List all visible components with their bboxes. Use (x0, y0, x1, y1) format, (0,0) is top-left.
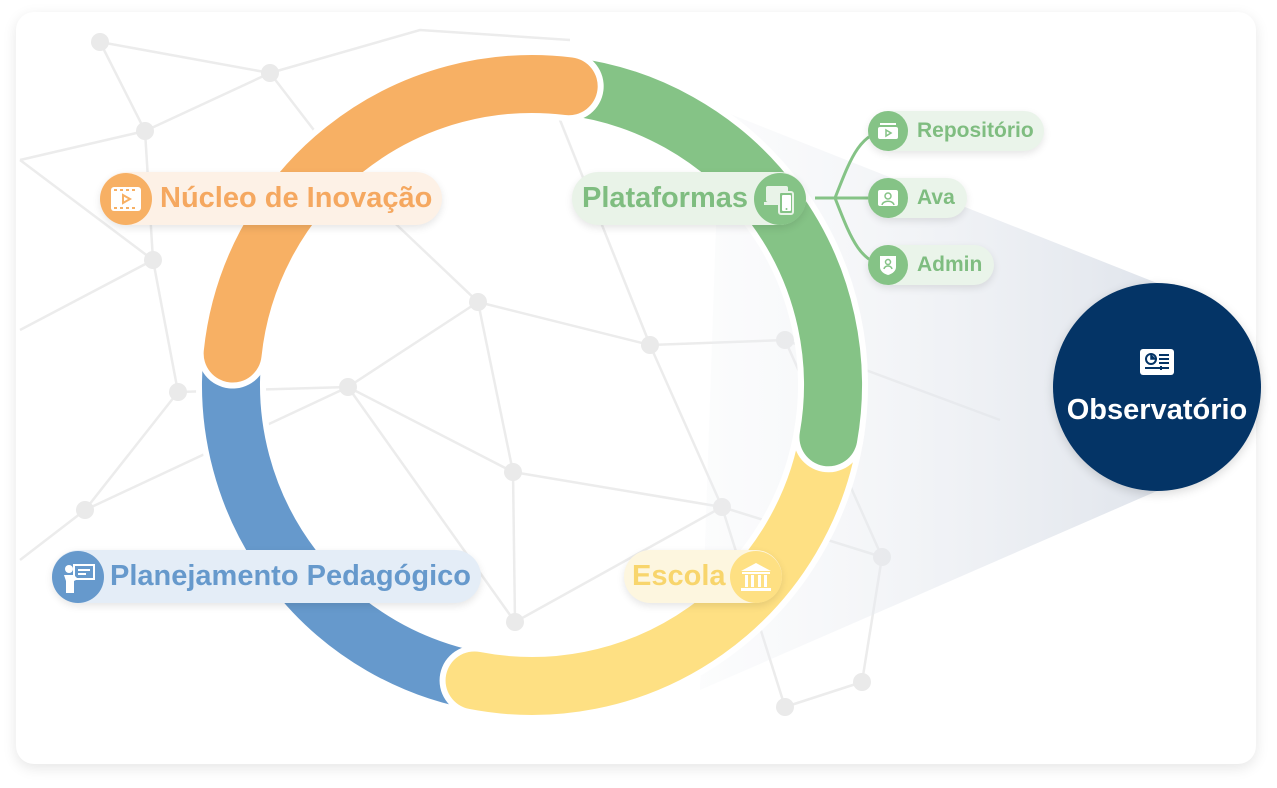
devices-icon (754, 172, 807, 225)
video-icon (100, 172, 152, 225)
teacher-board-icon (52, 550, 104, 603)
node-label: Plataformas (582, 182, 749, 214)
node-nucleo-de-inovacao[interactable]: Núcleo de Inovação (100, 172, 443, 225)
user-screen-icon (868, 178, 908, 218)
node-label: Observatório (1066, 393, 1248, 426)
node-escola[interactable]: Escola (624, 550, 782, 603)
node-repositorio[interactable]: Repositório (868, 111, 1044, 151)
node-ava[interactable]: Ava (868, 178, 967, 218)
dashboard-icon (1139, 348, 1175, 384)
node-admin[interactable]: Admin (868, 245, 995, 285)
ring-segment-nucleo (203, 55, 598, 383)
node-label: Escola (632, 560, 726, 592)
node-plataformas[interactable]: Plataformas (572, 172, 807, 225)
user-shield-icon (868, 245, 908, 285)
node-observatorio[interactable]: Observatório (1053, 283, 1261, 491)
node-label: Admin (917, 253, 983, 276)
school-building-icon (729, 550, 782, 603)
node-label: Núcleo de Inovação (160, 182, 433, 214)
video-folder-icon (868, 111, 908, 151)
node-label: Repositório (917, 119, 1034, 142)
node-label: Ava (917, 186, 955, 209)
node-label: Planejamento Pedagógico (110, 560, 471, 592)
ring-segment-escola (445, 400, 859, 715)
node-planejamento-pedagogico[interactable]: Planejamento Pedagógico (52, 550, 481, 603)
